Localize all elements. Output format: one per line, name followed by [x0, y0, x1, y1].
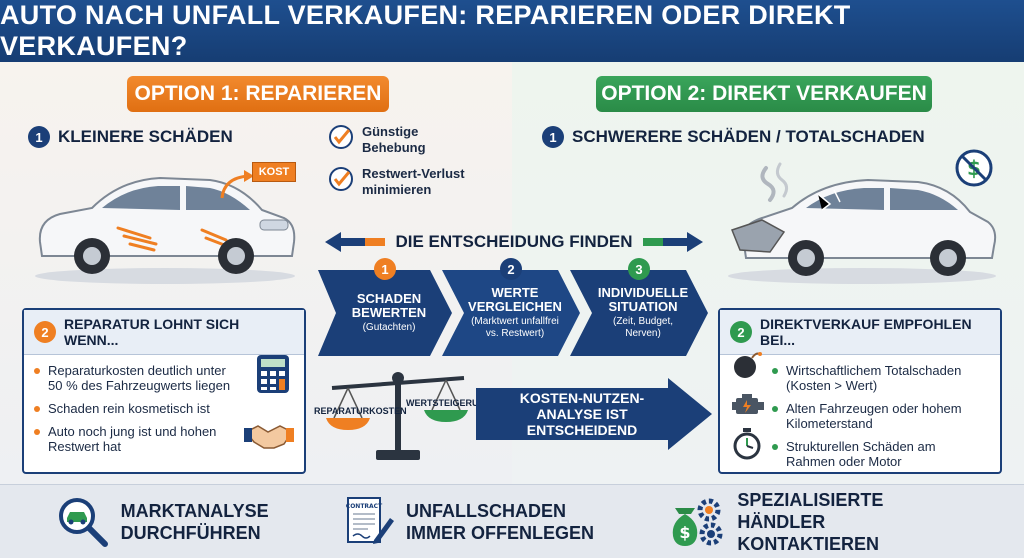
benefit-item: Restwert-Verlust minimieren — [328, 166, 498, 198]
step-1-chevron: 1 SCHADEN BEWERTEN (Gutachten) — [318, 258, 452, 356]
car-heavy-damage-icon — [728, 162, 997, 284]
repair-box: 2 REPARATUR LOHNT SICH WENN... Reparatur… — [22, 308, 306, 474]
footer-label: UNFALLSCHADEN IMMER OFFENLEGEN — [405, 500, 594, 543]
step-subtitle: (Gutachten) — [362, 322, 416, 333]
scale-icon — [326, 372, 468, 460]
money-bag-gears-icon: $ — [673, 498, 723, 546]
handshake-icon — [244, 425, 294, 449]
option2-section: 1 SCHWERERE SCHÄDEN / TOTALSCHADEN — [542, 126, 925, 148]
repair-box-title: REPARATUR LOHNT SICH WENN... — [64, 316, 240, 348]
check-circle-icon — [329, 125, 353, 149]
arrow-curve-icon — [220, 170, 254, 199]
list-item: Schaden rein kosmetisch ist — [34, 401, 234, 416]
benefit-label: Günstige Behebung — [362, 124, 426, 155]
repair-box-header: 2 REPARATUR LOHNT SICH WENN... — [24, 310, 304, 355]
magnifier-car-icon — [58, 497, 108, 547]
repair-list: Reparaturkosten deutlich unter 50 % des … — [24, 355, 304, 470]
bomb-icon — [734, 352, 762, 378]
analysis-label: KOSTEN-NUTZEN-ANALYSE IST ENTSCHEIDEND — [519, 390, 645, 438]
list-item: Reparaturkosten deutlich unter 50 % des … — [34, 363, 234, 393]
step-number: 1 — [374, 258, 396, 280]
option1-section: 1 KLEINERE SCHÄDEN — [28, 126, 233, 148]
sell-box-header: 2 DIREKTVERKAUF EMPFOHLEN BEI... — [720, 310, 1000, 355]
decision-label: DIE ENTSCHEIDUNG FINDEN — [395, 232, 633, 251]
scale-right-label: WERTSTEIGERUNG — [406, 398, 493, 408]
number-badge: 2 — [34, 321, 56, 343]
step-3-chevron: 3 INDIVIDUELLE SITUATION (Zeit, Budget, … — [570, 258, 708, 356]
step-subtitle: (Zeit, Budget, Nerven) — [612, 316, 674, 339]
svg-text:CONTRACT: CONTRACT — [346, 503, 383, 510]
decision-header: DIE ENTSCHEIDUNG FINDEN — [318, 228, 710, 256]
page-title: AUTO NACH UNFALL VERKAUFEN: REPARIEREN O… — [0, 0, 851, 61]
step-title: WERTE VERGLEICHEN — [468, 285, 562, 314]
analysis-arrow: KOSTEN-NUTZEN-ANALYSE IST ENTSCHEIDEND — [476, 378, 712, 450]
footer-item-disclose: CONTRACT UNFALLSCHADEN IMMER OFFENLEGEN — [344, 496, 596, 548]
arrow-right-icon — [642, 232, 703, 252]
step-title: INDIVIDUELLE SITUATION — [597, 285, 689, 314]
arrow-left-icon — [325, 232, 386, 252]
option2-section-label: SCHWERERE SCHÄDEN / TOTALSCHADEN — [572, 127, 925, 146]
list-item: Alten Fahrzeugen oder hohem Kilometersta… — [772, 401, 962, 431]
step-title: SCHADEN BEWERTEN — [351, 291, 427, 320]
cost-tag: KOST — [252, 162, 296, 182]
list-item: Wirtschaftlichem Totalschaden (Kosten > … — [772, 363, 962, 393]
car-minor-damage-icon — [35, 176, 296, 284]
list-item: Auto noch jung ist und hohen Restwert ha… — [34, 424, 234, 454]
svg-text:$: $ — [680, 523, 691, 542]
contract-icon: CONTRACT — [346, 496, 394, 544]
sell-box: 2 DIREKTVERKAUF EMPFOHLEN BEI... Wirtsch… — [718, 308, 1002, 474]
scale-left-label: REPARATURKOSTEN — [314, 406, 407, 416]
number-badge: 1 — [28, 126, 50, 148]
list-item: Strukturellen Schäden am Rahmen oder Mot… — [772, 439, 962, 469]
benefits-list: Günstige Behebung Restwert-Verlust minim… — [328, 124, 498, 208]
step-subtitle: (Marktwert unfallfrei vs. Restwert) — [471, 316, 559, 339]
footer-item-market-analysis: MARKTANALYSE DURCHFÜHREN — [57, 496, 271, 548]
sell-box-title: DIREKTVERKAUF EMPFOHLEN BEI... — [760, 316, 972, 348]
engine-icon — [732, 394, 764, 414]
footer-item-dealers: $ SPEZIALISIERTE HÄNDLER KONTAKTIEREN — [669, 489, 967, 555]
number-badge: 2 — [730, 321, 752, 343]
benefit-label: Restwert-Verlust minimieren — [362, 166, 465, 197]
no-money-icon: $ — [955, 149, 993, 187]
stopwatch-icon — [733, 428, 761, 460]
step-2-chevron: 2 WERTE VERGLEICHEN (Marktwert unfallfre… — [442, 258, 580, 356]
calculator-icon — [257, 355, 289, 393]
option2-pill: OPTION 2: DIREKT VERKAUFEN — [596, 76, 932, 112]
step-number: 2 — [500, 258, 522, 280]
footer-label: SPEZIALISIERTE HÄNDLER KONTAKTIEREN — [737, 489, 884, 554]
option1-section-label: KLEINERE SCHÄDEN — [58, 127, 233, 146]
step-number: 3 — [628, 258, 650, 280]
footer: MARKTANALYSE DURCHFÜHREN CONTRACT UNFALL… — [0, 484, 1024, 558]
benefit-item: Günstige Behebung — [328, 124, 498, 156]
check-circle-icon — [329, 167, 353, 191]
number-badge: 1 — [542, 126, 564, 148]
option1-pill: OPTION 1: REPARIEREN — [127, 76, 389, 112]
sell-list: Wirtschaftlichem Totalschaden (Kosten > … — [720, 355, 1000, 485]
header: AUTO NACH UNFALL VERKAUFEN: REPARIEREN O… — [0, 0, 1024, 62]
footer-label: MARKTANALYSE DURCHFÜHREN — [120, 500, 269, 543]
